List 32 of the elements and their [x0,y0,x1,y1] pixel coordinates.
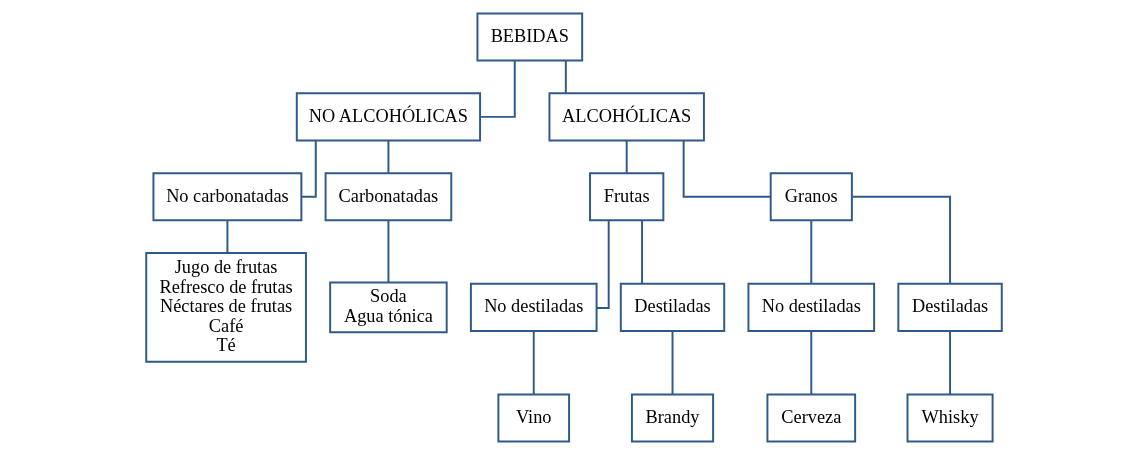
node-box: Jugo de frutas Refresco de frutas Néctares de frutas Café Té [145,252,307,363]
connector [641,219,644,285]
node-box: No destiladas [469,282,598,332]
connector [387,139,390,174]
node-box: ALCOHÓLICAS [548,92,705,142]
node-box: Destiladas [619,282,726,332]
connector [595,219,610,309]
connector [671,330,674,396]
node-box: Destiladas [897,282,1003,332]
connector [682,139,772,198]
connector [387,219,390,284]
node-box: Soda Agua tónica [329,281,448,334]
connector [479,60,516,118]
node-box: Brandy [630,393,715,443]
node-box: Granos [769,172,853,222]
node-box: Frutas [589,172,665,222]
connector [810,330,813,396]
connector [564,60,567,94]
connector [810,219,813,285]
connector [226,219,229,254]
node-box: No destiladas [747,282,876,332]
connector [625,139,628,174]
node-box: NO ALCOHÓLICAS [295,92,482,142]
node-box: No carbonatadas [152,172,303,222]
node-box: Carbonatadas [324,172,453,222]
connector [949,330,952,396]
connector [532,330,535,396]
node-box: Vino [497,393,571,443]
connector [851,195,952,285]
node-box: Whisky [906,393,994,443]
node-box: Cerveza [766,393,857,443]
node-box: BEBIDAS [476,12,584,62]
